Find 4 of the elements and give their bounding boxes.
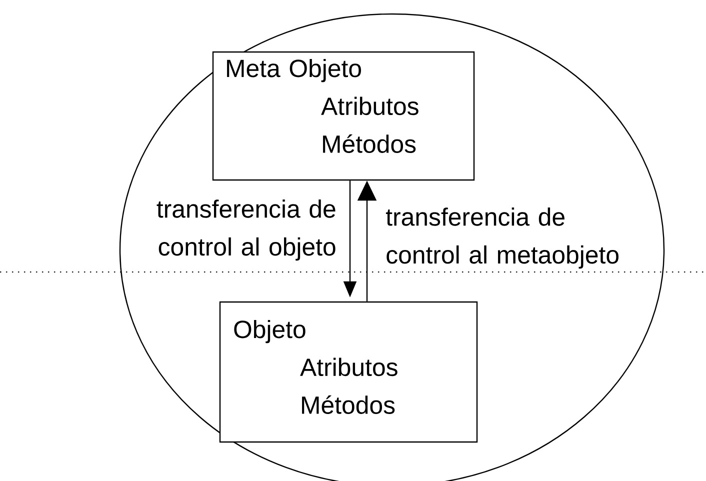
edge-label: transferencia de control al metaobjeto — [386, 208, 618, 269]
object-box: Objeto Atributos Métodos — [219, 301, 478, 443]
object-box: Meta Objeto Atributos Métodos — [212, 51, 475, 181]
edge-label: transferencia de control al objeto — [156, 200, 336, 261]
